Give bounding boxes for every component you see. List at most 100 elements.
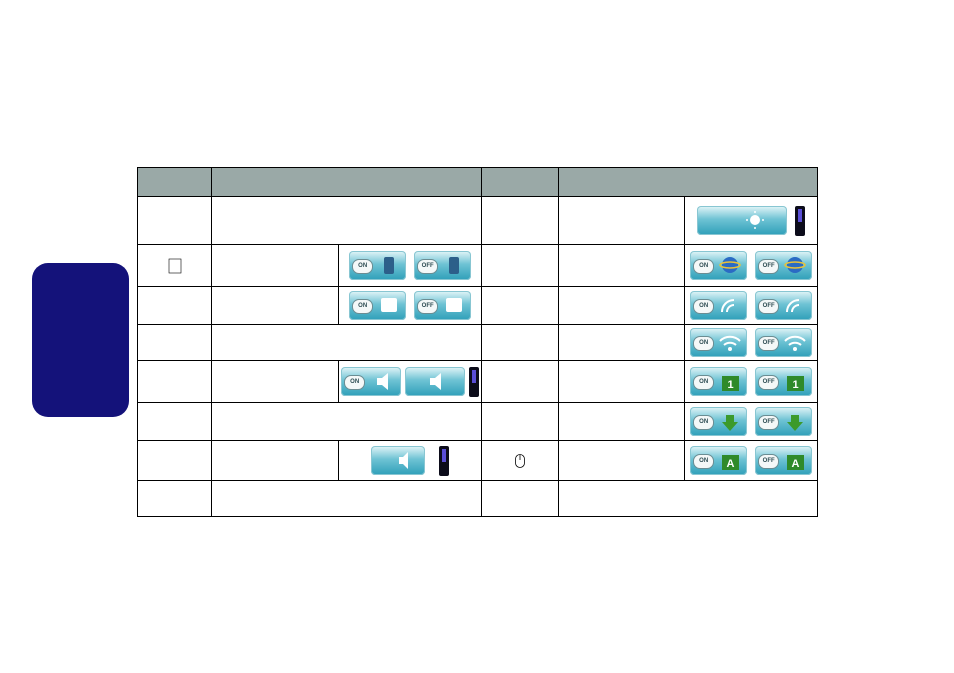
key-cell (481, 360, 559, 403)
function-cell (211, 480, 483, 517)
table-row (136, 196, 818, 245)
scroll-lock-icon (787, 415, 804, 431)
table-row (136, 480, 819, 517)
header-cell (211, 167, 483, 197)
scroll-lock-icon (722, 415, 739, 431)
key-cell (136, 440, 213, 481)
osd-cell: ON OFF (337, 286, 483, 325)
sun-icon (746, 211, 765, 229)
key-cell (481, 324, 559, 361)
signal-icon (721, 299, 735, 313)
on-label: ON (693, 375, 715, 390)
signal-icon (786, 299, 800, 313)
osd-on: ON (349, 291, 407, 320)
table-row: ON OFF (136, 324, 818, 361)
function-cell (211, 286, 339, 325)
key-cell (136, 480, 213, 517)
function-cell (211, 440, 339, 481)
volume-osd (371, 446, 426, 475)
osd-cell (684, 196, 818, 245)
osd-on: ON 1 (690, 367, 748, 396)
osd-off: OFF A (755, 446, 813, 475)
osd-off: OFF (755, 407, 813, 436)
num-lock-icon: 1 (787, 376, 805, 391)
phone-icon (449, 257, 460, 274)
key-cell (136, 324, 213, 361)
osd-off: OFF (755, 328, 813, 357)
key-cell (481, 402, 559, 441)
off-label: OFF (417, 259, 439, 274)
header-cell (481, 167, 559, 197)
function-cell (211, 244, 339, 287)
off-label: OFF (758, 299, 780, 314)
function-cell (211, 360, 339, 403)
table-header-row (136, 167, 819, 197)
osd-on: ON (690, 251, 748, 280)
off-label: OFF (758, 454, 780, 469)
off-label: OFF (417, 299, 439, 314)
num-lock-icon: 1 (722, 376, 740, 391)
table-row: ON ON (136, 360, 818, 403)
header-cell (557, 167, 819, 197)
touchpad-icon (381, 298, 398, 312)
osd-cell: ON OFF (684, 324, 818, 361)
mute-osd (405, 367, 466, 396)
osd-off: OFF 1 (755, 367, 813, 396)
function-cell (557, 286, 686, 325)
svg-text:A: A (727, 458, 735, 470)
function-cell (557, 244, 686, 287)
osd-on: ON A (690, 446, 748, 475)
globe-icon (719, 257, 741, 273)
section-side-tab (32, 263, 129, 417)
mouse-icon (515, 453, 526, 468)
on-label: ON (693, 454, 715, 469)
function-key-table: ON OFF ON (136, 167, 819, 517)
off-label: OFF (758, 375, 780, 390)
wifi-icon (784, 335, 806, 351)
key-cell (481, 196, 559, 245)
table-row: ON OFF (136, 402, 818, 441)
osd-on: ON (690, 291, 748, 320)
on-label: ON (693, 299, 715, 314)
caps-lock-icon: A (787, 455, 805, 470)
key-cell (481, 286, 559, 325)
on-label: ON (344, 375, 366, 390)
osd-cell: ON OFF (684, 244, 818, 287)
on-label: ON (352, 299, 374, 314)
osd-on: ON (349, 251, 407, 280)
key-cell (481, 480, 559, 517)
osd-cell (337, 440, 483, 481)
function-cell (557, 360, 686, 403)
osd-off: OFF (414, 291, 472, 320)
key-cell (481, 244, 559, 287)
key-caps-icon (168, 258, 181, 273)
osd-on: ON (341, 367, 402, 396)
osd-cell: ON OFF (337, 244, 483, 287)
speaker-icon (377, 373, 389, 390)
globe-icon (784, 257, 806, 273)
osd-on: ON (690, 328, 748, 357)
table-row: ON OFF ON (136, 244, 818, 287)
osd-cell: ON (337, 360, 483, 403)
caps-lock-icon: A (722, 455, 740, 470)
svg-text:A: A (792, 458, 800, 470)
function-cell (557, 440, 686, 481)
key-cell (136, 402, 213, 441)
osd-off: OFF (414, 251, 472, 280)
level-bar-icon (469, 366, 480, 397)
key-cell (481, 440, 559, 481)
function-cell (211, 196, 483, 245)
osd-on: ON (690, 407, 748, 436)
wifi-icon (719, 335, 741, 351)
function-cell (557, 402, 686, 441)
off-label: OFF (758, 336, 780, 351)
off-label: OFF (758, 415, 780, 430)
key-cell (136, 244, 213, 287)
svg-text:1: 1 (793, 379, 799, 391)
header-cell (136, 167, 213, 197)
osd-cell: ON OFF (684, 402, 818, 441)
osd-cell: ON A OFF A (684, 440, 818, 481)
function-cell (557, 196, 686, 245)
osd-cell: ON 1 OFF 1 (684, 360, 818, 403)
function-cell (211, 402, 483, 441)
